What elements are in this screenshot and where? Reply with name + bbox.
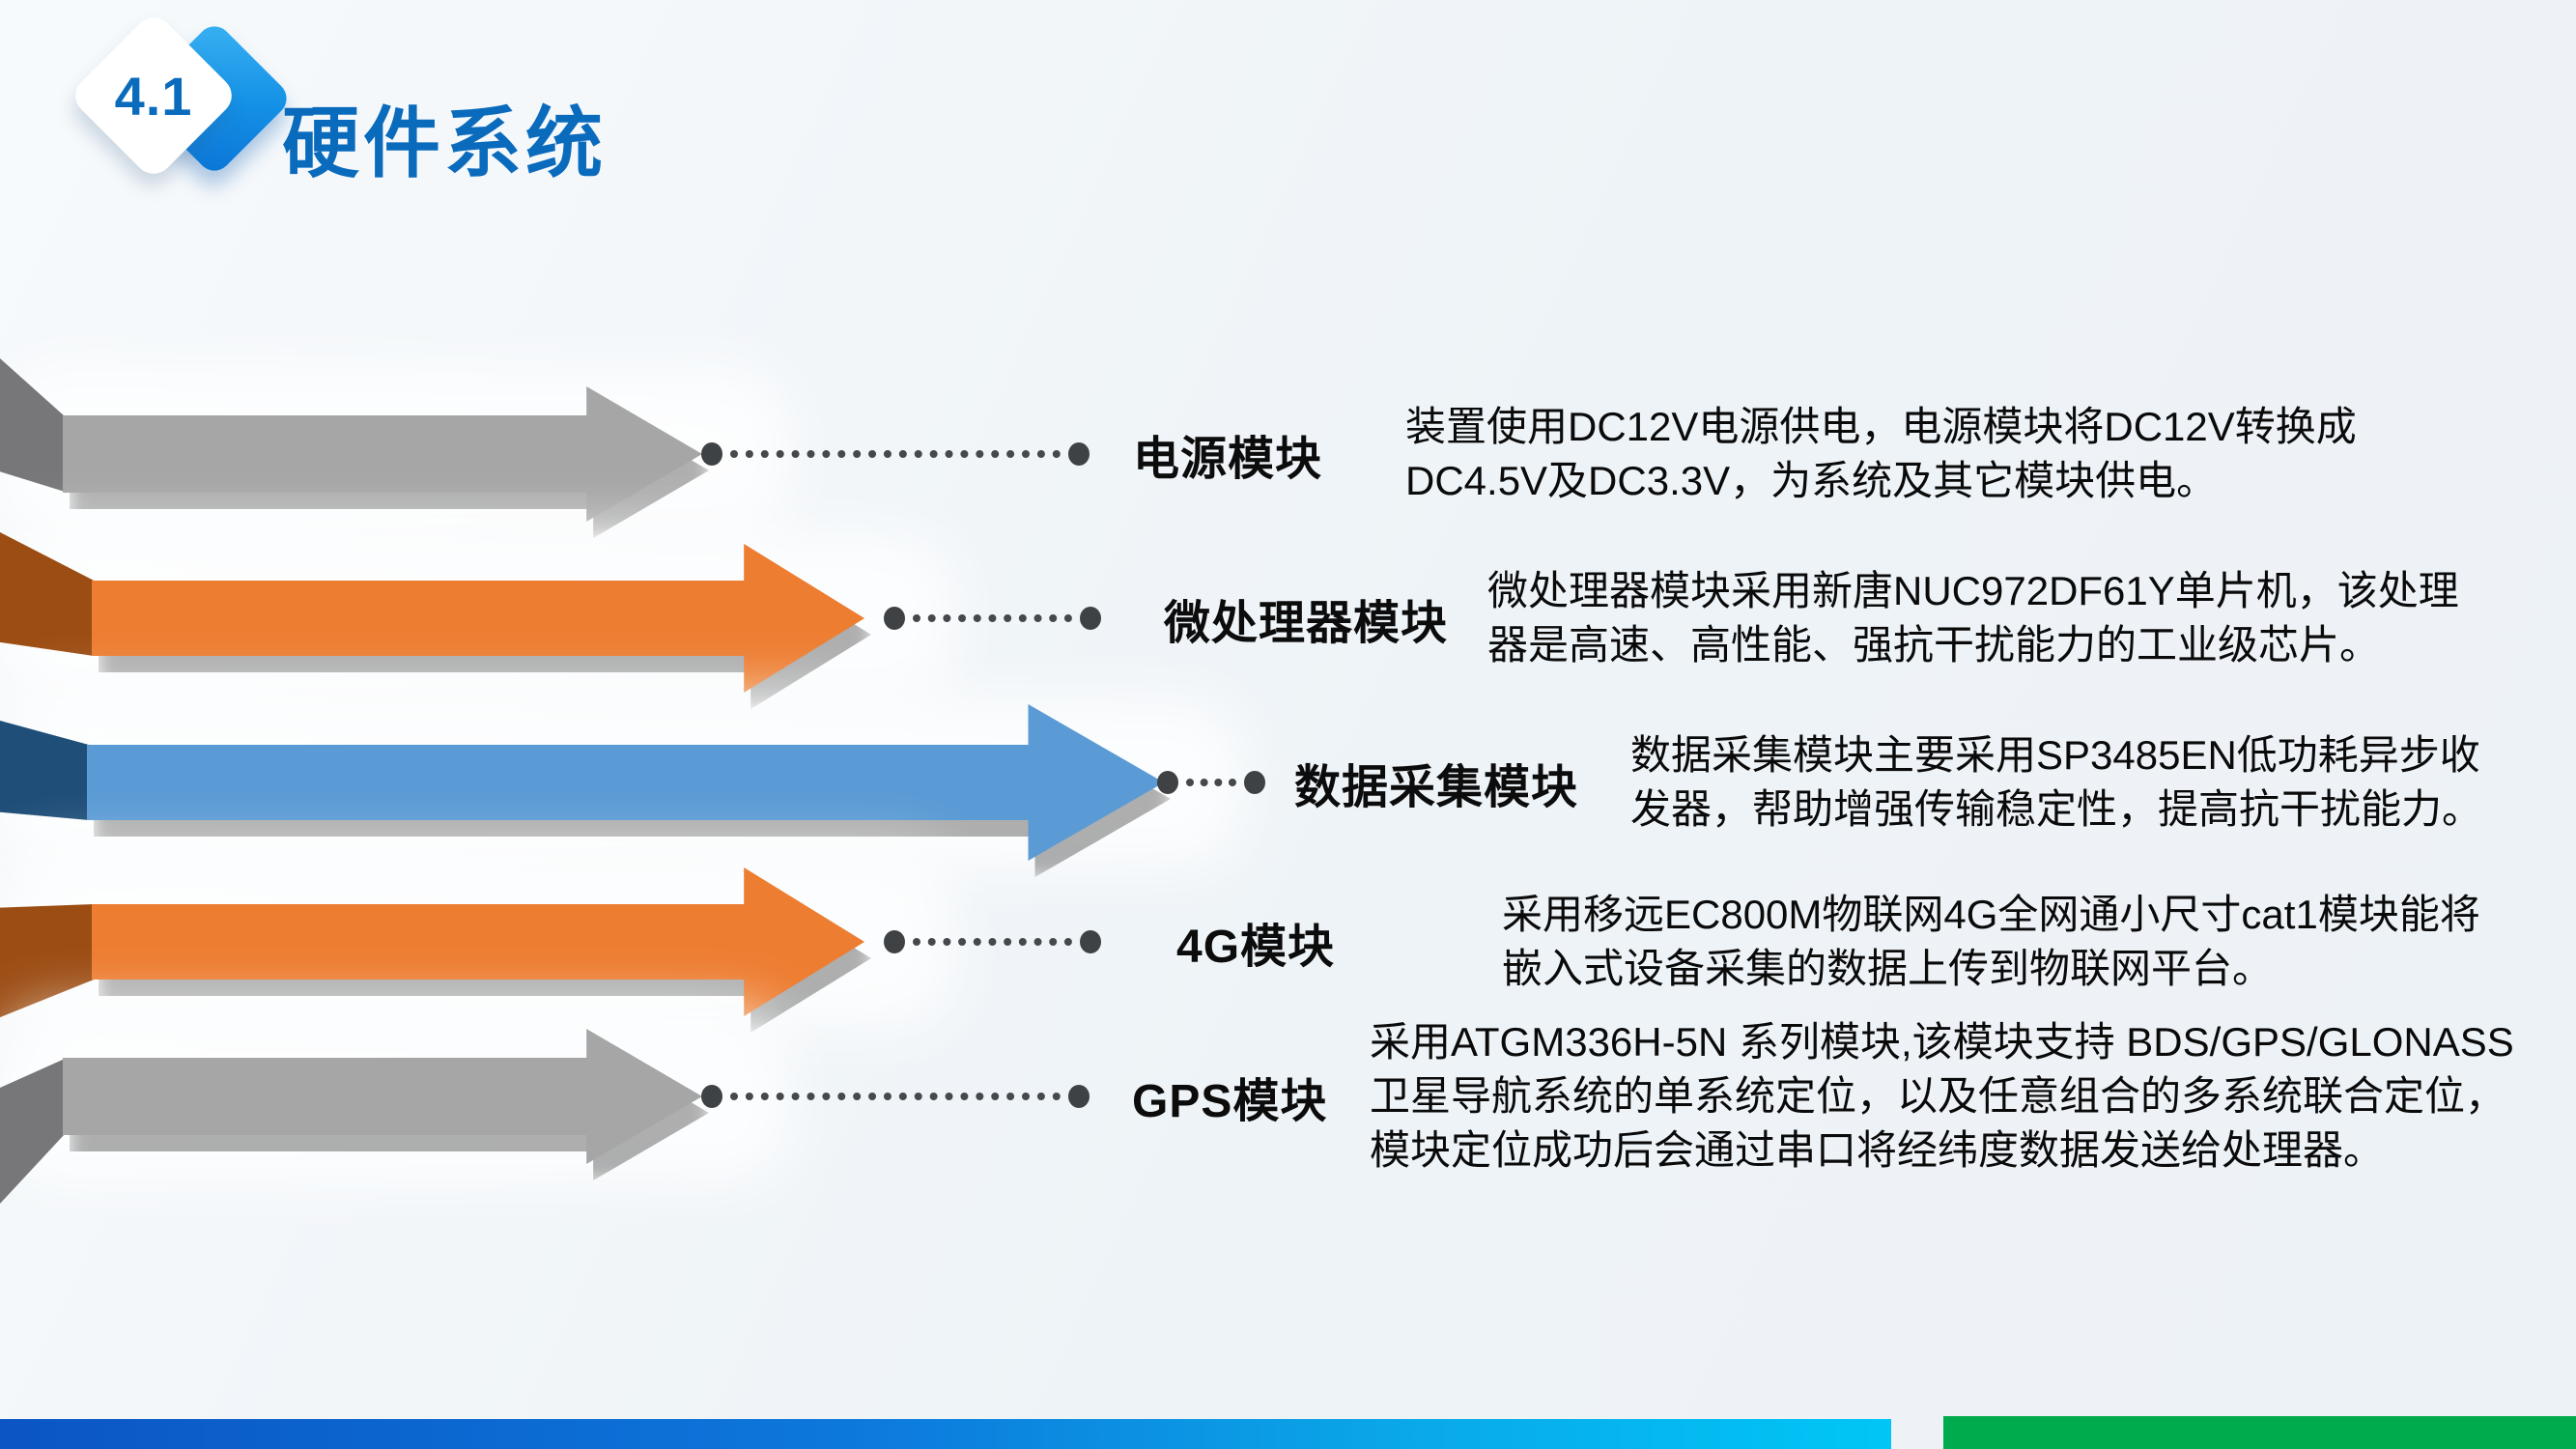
connector-dotted-line	[1157, 771, 1265, 794]
module-desc-mcu: 微处理器模块采用新唐NUC972DF61Y单片机，该处理器是高速、高性能、强抗干…	[1487, 568, 2459, 668]
dot-end	[1068, 1085, 1090, 1108]
dotted-segment	[1186, 779, 1236, 786]
module-label-gps: GPS模块	[1132, 1076, 1328, 1127]
module-desc-power: 装置使用DC12V电源供电，电源模块将DC12V转换成DC4.5V及DC3.3V…	[1405, 404, 2357, 503]
dot-end	[1080, 607, 1101, 630]
dot-end	[1244, 771, 1265, 794]
module-label-daq: 数据采集模块	[1294, 762, 1579, 813]
page-title: 硬件系统	[282, 100, 607, 186]
dotted-segment	[730, 450, 1061, 458]
section-badge: 4.1	[58, 9, 328, 222]
dot-start	[1157, 771, 1178, 794]
dot-start	[884, 607, 905, 630]
module-desc-daq: 数据采集模块主要采用SP3485EN低功耗异步收发器，帮助增强传输稳定性，提高抗…	[1630, 732, 2483, 832]
module-desc-gps: 采用ATGM336H-5N 系列模块,该模块支持 BDS/GPS/GLONASS…	[1370, 1019, 2514, 1173]
module-label-4g: 4G模块	[1176, 922, 1336, 973]
footer-bar-blue	[0, 1419, 1891, 1449]
connector-dotted-line	[884, 930, 1101, 953]
dot-end	[1068, 442, 1090, 466]
footer-bar-green	[1943, 1416, 2576, 1449]
module-desc-4g: 采用移远EC800M物联网4G全网通小尺寸cat1模块能将嵌入式设备采集的数据上…	[1502, 892, 2480, 991]
dot-start	[701, 1085, 722, 1108]
connector-dotted-line	[701, 442, 1090, 466]
connector-dotted-line	[884, 607, 1101, 630]
dotted-segment	[730, 1093, 1061, 1100]
dotted-segment	[913, 614, 1072, 622]
section-number: 4.1	[114, 65, 193, 127]
connector-dotted-line	[701, 1085, 1090, 1108]
dot-end	[1080, 930, 1101, 953]
module-label-power: 电源模块	[1133, 434, 1323, 485]
dot-start	[884, 930, 905, 953]
module-label-mcu: 微处理器模块	[1164, 598, 1449, 649]
dot-start	[701, 442, 722, 466]
dotted-segment	[913, 938, 1072, 946]
